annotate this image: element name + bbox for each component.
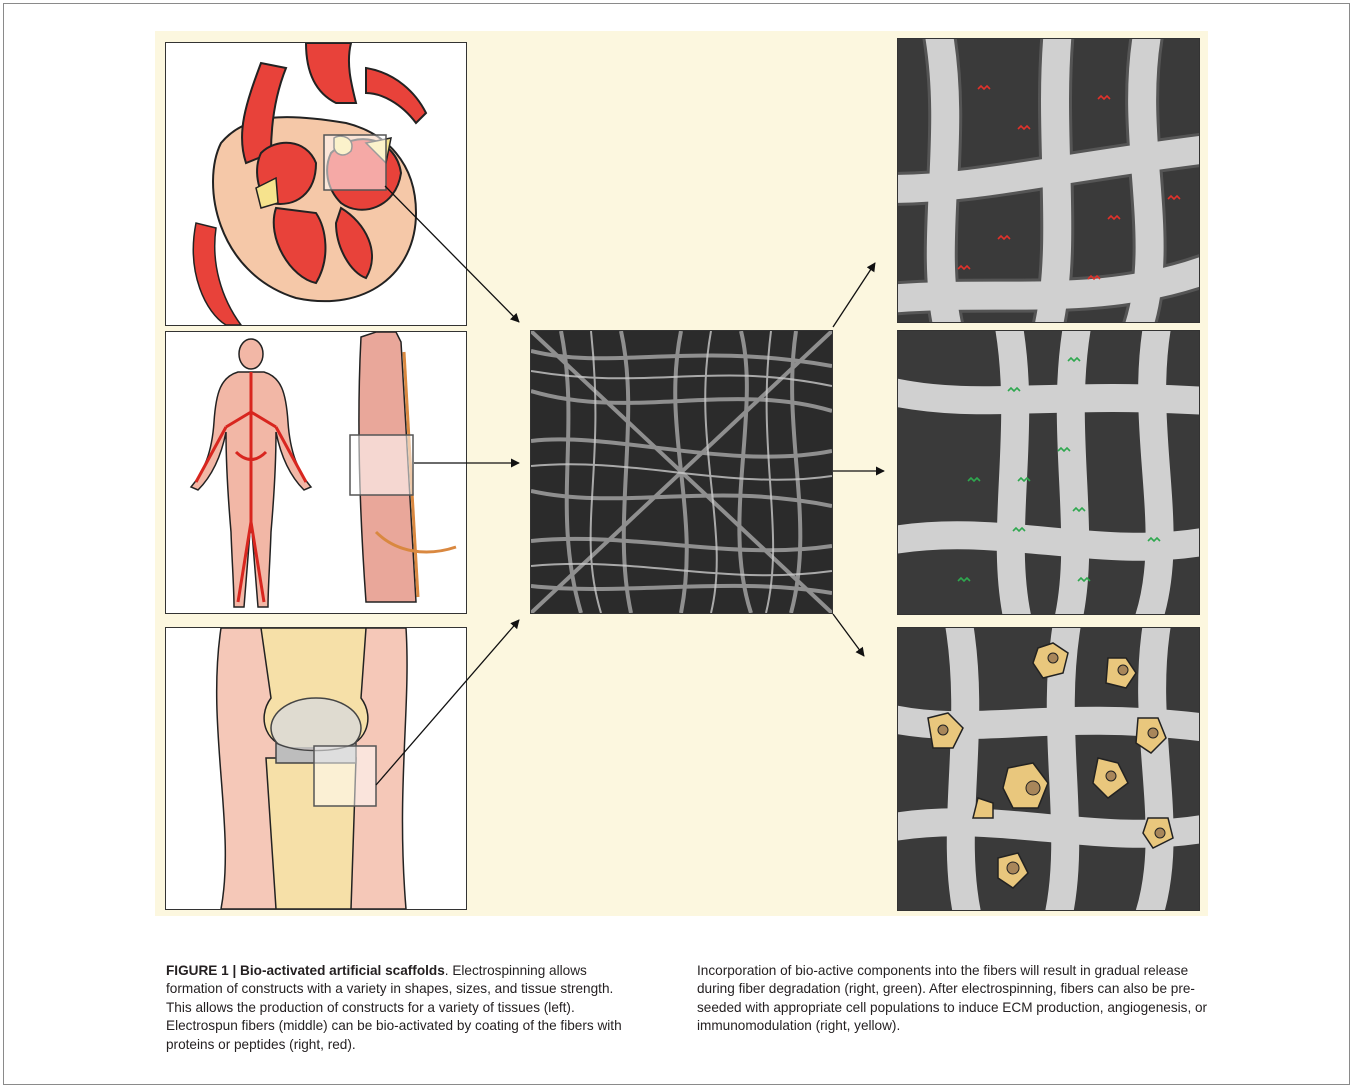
figure-label: FIGURE 1 | Bio-activated artificial scaf…: [166, 963, 445, 978]
figure-caption-left: FIGURE 1 | Bio-activated artificial scaf…: [166, 962, 636, 1054]
figure-caption-right: Incorporation of bio-active components i…: [697, 962, 1217, 1036]
